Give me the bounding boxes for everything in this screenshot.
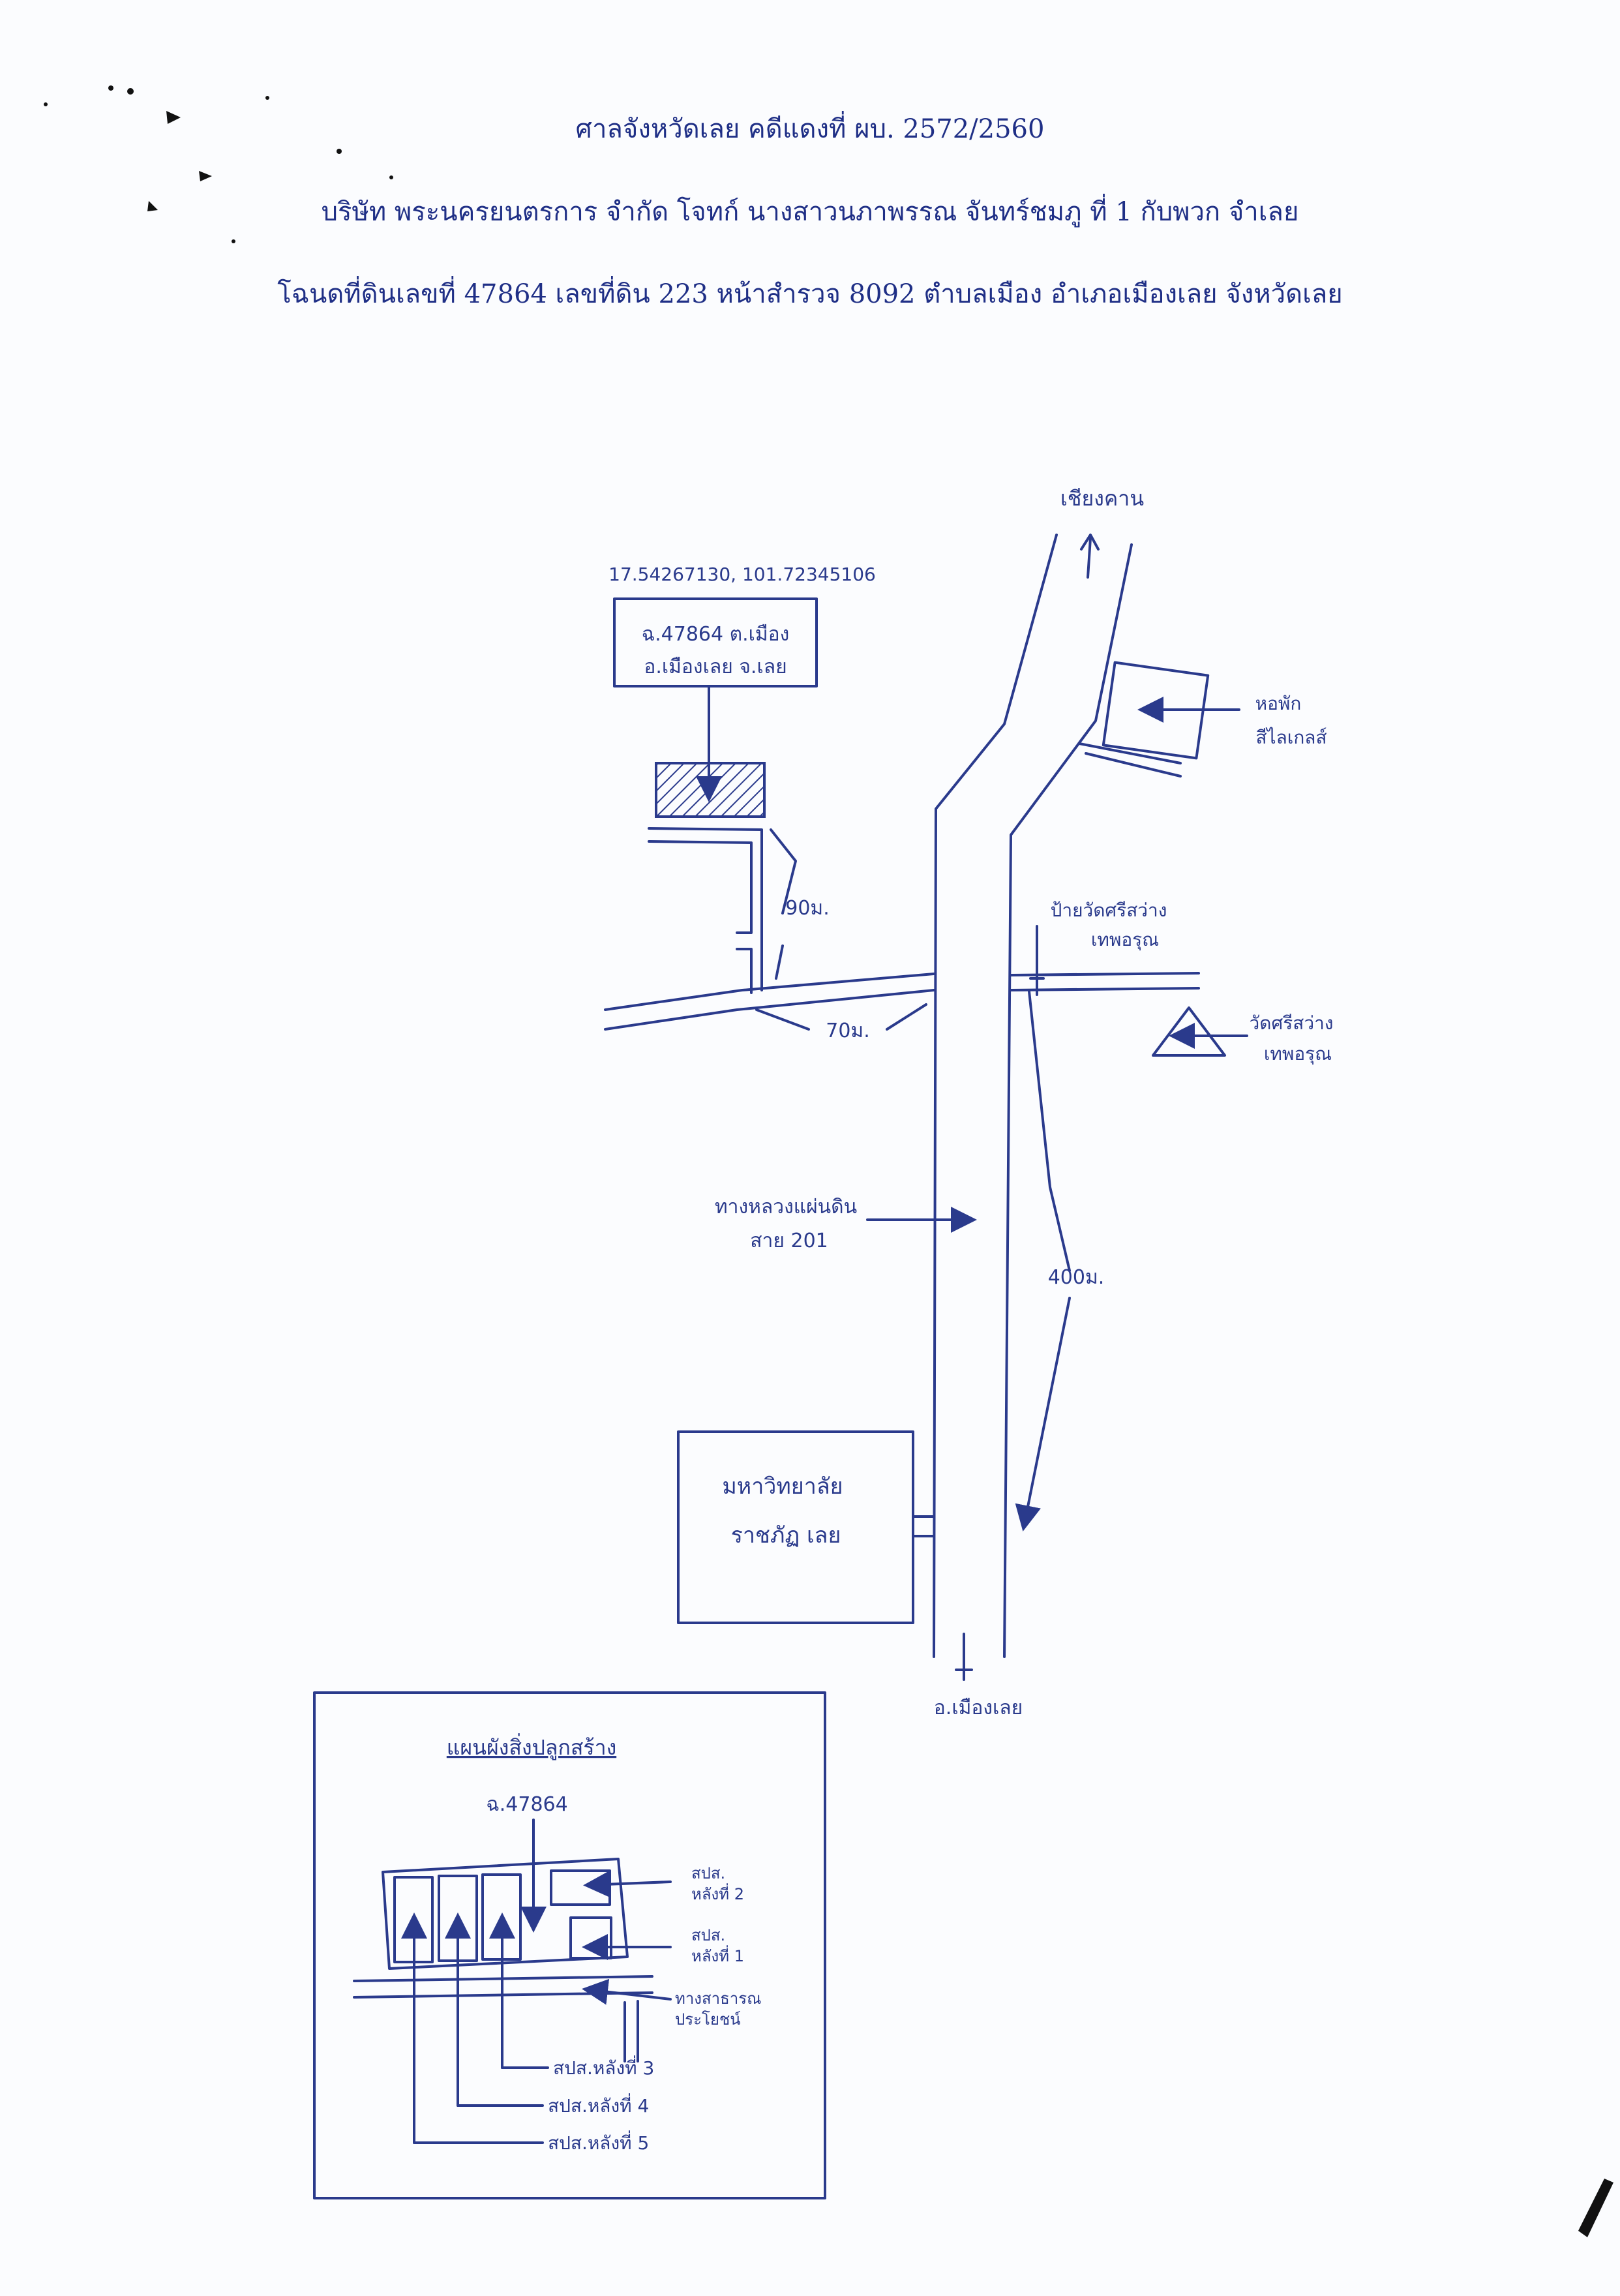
parties-line: บริษัท พระนครยนตรการ จำกัด โจทก์ นางสาวน… — [321, 197, 1299, 227]
university-label-1: มหาวิทยาลัย — [722, 1473, 843, 1500]
south-label: อ.เมืองเลย — [934, 1697, 1023, 1719]
road-label-1: ทางสาธารณ — [675, 1989, 761, 2008]
dormitory-label-1: หอพัก — [1255, 693, 1302, 714]
dormitory-building — [1102, 661, 1210, 760]
scan-noise — [44, 85, 1613, 2237]
building-1-label-2: หลังที่ 1 — [691, 1945, 744, 1965]
distance-70-label: 70ม. — [826, 1020, 870, 1042]
north-label: เชียงคาน — [1060, 486, 1144, 511]
lane-west-edge — [648, 840, 753, 994]
temple-sign-label-1: ป้ายวัดศรีสว่าง — [1051, 899, 1167, 921]
temple-sign-label-2: เทพอรุณ — [1091, 929, 1159, 951]
distance-90-label: 90ม. — [785, 897, 830, 920]
highway-label-2: สาย 201 — [750, 1230, 828, 1252]
parcel-label-line1: ฉ.47864 ต.เมือง — [642, 623, 790, 646]
building-1-label-1: สปส. — [691, 1926, 725, 1944]
dormitory-frontage — [1078, 742, 1182, 778]
highway-left-edge — [933, 534, 1058, 1658]
side-road-north-edge — [604, 973, 935, 1011]
building-3-label: สปส.หลังที่ 3 — [553, 2055, 654, 2079]
building-5-label: สปส.หลังที่ 5 — [548, 2130, 649, 2154]
site-plan-lot — [382, 1858, 629, 1970]
building-4-label: สปส.หลังที่ 4 — [548, 2093, 649, 2117]
side-road-south-edge — [604, 989, 935, 1031]
road-arrow — [582, 1978, 672, 2005]
university-block — [677, 1430, 914, 1624]
university-label-2: ราชภัฏ เลย — [731, 1522, 841, 1548]
temple-sign-post — [1029, 925, 1045, 996]
building-2-label-2: หลังที่ 2 — [691, 1883, 744, 1903]
north-arrow-head — [1080, 534, 1100, 551]
temple-road-south-edge — [1010, 987, 1200, 991]
land-deed-line: โฉนดที่ดินเลขที่ 47864 เลขที่ดิน 223 หน้… — [277, 279, 1343, 309]
north-arrow — [1087, 537, 1092, 579]
building-2-outline — [550, 1869, 611, 1906]
building-2-label-1: สปส. — [691, 1864, 725, 1882]
distance-70-bracket — [755, 1003, 927, 1031]
distance-400-line-lower — [1015, 1297, 1071, 1532]
site-plan-road-spur — [623, 2000, 639, 2062]
dormitory-label-2: สีไลเกลส์ — [1255, 727, 1327, 748]
road-label-2: ประโยชน์ — [675, 2010, 741, 2029]
site-plan-parcel-label: ฉ.47864 — [486, 1793, 567, 1816]
temple-label-1: วัดศรีสว่าง — [1250, 1012, 1334, 1034]
lane-east-edge — [648, 827, 763, 991]
university-gate — [912, 1515, 935, 1537]
parcel-label-line2: อ.เมืองเลย จ.เลย — [644, 656, 787, 678]
temple-label-2: เทพอรุณ — [1264, 1043, 1332, 1065]
temple-road-north-edge — [1010, 972, 1200, 976]
site-plan-title: แผนผังสิ่งปลูกสร้าง — [447, 1733, 616, 1760]
building-2-arrow — [583, 1871, 672, 1897]
case-number-line: ศาลจังหวัดเลย คดีแดงที่ ผบ. 2572/2560 — [575, 114, 1045, 144]
temple-symbol — [1152, 1006, 1226, 1057]
highway-right-edge — [1003, 543, 1133, 1658]
site-plan-frame — [313, 1691, 826, 2199]
distance-400-line-upper — [1028, 990, 1071, 1272]
parcel-coordinates: 17.54267130, 101.72345106 — [608, 564, 876, 585]
parcel-label-box — [613, 597, 818, 687]
distance-90-bracket — [770, 828, 797, 980]
distance-400-label: 400ม. — [1048, 1266, 1105, 1289]
building-1-outline — [569, 1916, 612, 1959]
south-marker — [955, 1633, 973, 1681]
highway-label-1: ทางหลวงแผ่นดิน — [715, 1196, 857, 1218]
